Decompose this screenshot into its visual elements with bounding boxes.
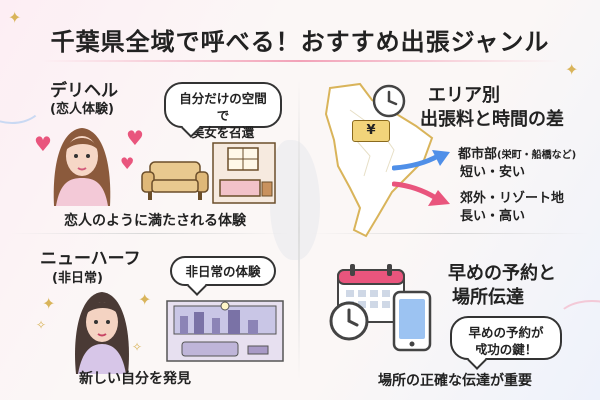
sparkle-icon: ✧ [132, 340, 143, 354]
deli-caption: 恋人のように満たされる体験 [64, 213, 246, 229]
smartphone-icon [392, 290, 432, 352]
clock-icon [328, 300, 370, 342]
newhalf-caption: 新しい自分を発見 [79, 371, 191, 387]
bg-wave-right [555, 300, 600, 344]
sofa-icon [140, 158, 210, 202]
page-title: 千葉県全域で呼べる！おすすめ出張ジャンル [50, 28, 550, 56]
sparkle-icon: ✦ [565, 60, 579, 79]
deli-subheading: (恋人体験) [50, 102, 114, 117]
city-note: (栄町・船橋など) [497, 150, 577, 161]
reserve-bubble-line1: 早めの予約が [468, 325, 544, 340]
newhalf-subheading: (非日常) [52, 271, 103, 286]
city-desc: 短い・安い [460, 165, 526, 180]
bg-wave-left [0, 80, 44, 124]
suburb-desc: 長い・高い [460, 209, 526, 224]
heart-icon: ♥ [34, 132, 52, 156]
row-divider-right [310, 233, 590, 234]
reserve-heading-line1: 早めの予約と [448, 263, 556, 284]
row-divider-left [10, 233, 290, 234]
arrow-icon [391, 180, 452, 210]
sparkle-icon: ✦ [42, 294, 56, 313]
sparkle-icon: ✦ [138, 290, 152, 309]
deli-bubble-line2: 美女を召還 [191, 125, 255, 140]
woman-illustration [62, 284, 142, 374]
reserve-bubble-line2: 成功の鍵！ [474, 342, 538, 357]
heart-icon: ♥ [126, 126, 144, 150]
area-heading-line2: 出張料と時間の差 [420, 109, 564, 130]
bg-chiba-silhouette [270, 140, 320, 260]
newhalf-heading: ニューハーフ [40, 249, 141, 269]
sparkle-icon: ✧ [36, 318, 47, 332]
calendar-icon [336, 262, 406, 324]
reserve-speech-bubble: 早めの予約が 成功の鍵！ [450, 316, 562, 360]
area-heading-line1: エリア別 [428, 85, 500, 106]
city-label: 都市部(栄町・船橋など) [458, 146, 576, 165]
deli-heading: デリヘル [50, 81, 118, 101]
reserve-caption: 場所の正確な伝達が重要 [378, 373, 532, 389]
deli-bubble-line1: 自分だけの空間で [179, 91, 267, 123]
newhalf-speech-bubble: 非日常の体験 [170, 256, 276, 286]
column-divider [298, 80, 300, 380]
yen-icon: ¥ [352, 120, 390, 142]
woman-illustration [42, 116, 122, 206]
reserve-heading-line2: 場所伝達 [452, 287, 524, 308]
newhalf-bubble-text: 非日常の体験 [185, 264, 261, 279]
suburb-name: 郊外・リゾート地 [460, 191, 565, 206]
arrow-icon [391, 148, 452, 172]
sparkle-icon: ✦ [8, 8, 22, 27]
bedroom-icon [212, 142, 276, 204]
heart-icon: ♥ [120, 154, 135, 173]
deli-speech-bubble: 自分だけの空間で 美女を召還 [164, 82, 282, 140]
clock-icon [372, 84, 406, 118]
city-name: 都市部 [458, 147, 498, 162]
city-room-icon [166, 300, 284, 362]
title-underline [40, 60, 560, 62]
yen-symbol: ¥ [366, 123, 376, 138]
